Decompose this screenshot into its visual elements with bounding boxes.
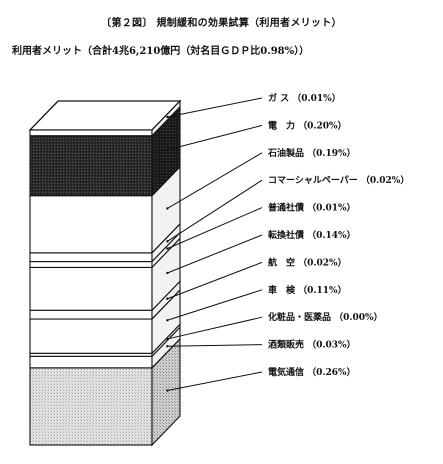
leader-dot [166, 389, 169, 392]
leader-dot [166, 319, 169, 322]
leader-line [167, 344, 263, 347]
leader-line [167, 289, 263, 321]
leader-dot [166, 240, 169, 243]
segment-front-電力 [29, 135, 153, 197]
segment-label: 石油製品 （0.19%） [267, 147, 356, 159]
segment-label: コマーシャルペーパー （0.02%） [268, 174, 409, 186]
leader-dot [166, 115, 169, 119]
segment-label: 酒類販売 （0.03%） [268, 339, 356, 351]
leader-line [167, 179, 263, 242]
leader-line [167, 97, 263, 118]
leader-line [167, 234, 263, 274]
segment-label: 車 検 （0.11%） [268, 284, 347, 296]
segment-label: ガ ス （0.01%） [268, 92, 341, 104]
leader-dot [166, 271, 169, 275]
leader-line [167, 261, 263, 300]
segment-label: 普通社債 （0.01%） [268, 202, 356, 214]
segment-front-普通社債 [29, 261, 153, 269]
leader-line [167, 152, 263, 209]
segment-front-コマーシャルペーパー [29, 252, 153, 263]
segment-side-電気通信 [151, 337, 181, 447]
leader-dot [166, 148, 169, 152]
leader-line [167, 124, 263, 151]
chart-title: 〔第２図〕 規制緩和の効果試算（利用者メリット） [101, 18, 342, 29]
segment-front-転換社債 [29, 266, 153, 311]
segment-label: 航 空 （0.02%） [268, 256, 347, 268]
segment-label: 電気通信 （0.26%） [268, 366, 356, 378]
segment-front-酒類販売 [29, 355, 153, 369]
segment-label: 電 力 （0.20%） [268, 119, 347, 131]
segment-front-ガス [29, 129, 153, 137]
leader-dot [166, 345, 169, 348]
segment-label: 化粧品・医薬品 （0.00%） [268, 311, 383, 323]
leader-line [167, 207, 263, 250]
segment-front-石油製品 [29, 195, 153, 254]
segment-front-電気通信 [29, 367, 153, 446]
leader-dot [166, 297, 169, 300]
leader-dot [166, 247, 169, 250]
leader-dot [166, 207, 169, 210]
segment-front-航空 [29, 309, 153, 320]
segment-label: 転換社債 （0.14%） [268, 229, 356, 241]
segment-front-車検 [29, 318, 153, 354]
leader-line [167, 371, 263, 392]
chart-subtitle: 利用者メリット（合計4兆6,210億円（対名目ＧＤＰ比0.98%）） [12, 46, 310, 57]
leader-dot [166, 337, 169, 341]
leader-line [167, 316, 263, 340]
